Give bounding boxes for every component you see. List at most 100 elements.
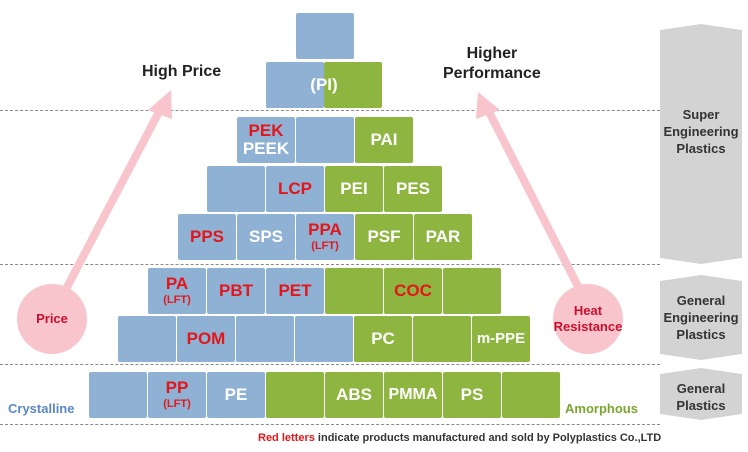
block-lcp: LCP [266, 166, 324, 212]
price-arrow-shaft [51, 108, 164, 312]
block-pom: POM [177, 316, 235, 362]
pa-sub-label: (LFT) [163, 294, 191, 306]
super-engineering-chevron [660, 24, 742, 264]
crystalline-label: Crystalline [8, 401, 75, 416]
block-mppe: m-PPE [472, 316, 530, 362]
heat-resistance-circle: Heat Resistance [553, 284, 623, 354]
ppa-sub-label: (LFT) [311, 240, 339, 252]
psf-label: PSF [367, 227, 401, 246]
block-row4-empty [207, 166, 265, 212]
cat-super-line-3: Plastics [676, 141, 726, 156]
block-row8-empty-3 [502, 372, 560, 418]
heat-label: Heat [573, 303, 603, 318]
pp-label: PP [165, 378, 189, 397]
footer-red-letters: Red letters [258, 432, 315, 444]
block-pbt: PBT [207, 268, 265, 314]
block-pc: PC [354, 316, 412, 362]
block-pmma: PMMA [384, 372, 442, 418]
pek-label: PEK [248, 121, 284, 140]
block-row7-empty-4 [413, 316, 471, 362]
sps-label: SPS [248, 227, 284, 246]
coc-label: COC [394, 281, 432, 300]
block-pa: PA (LFT) [148, 268, 206, 314]
pmma-label: PMMA [388, 386, 438, 403]
block-row7-empty-1 [118, 316, 176, 362]
category-general-engineering: General Engineering Plastics [660, 292, 742, 343]
pai-label: PAI [370, 130, 398, 149]
block-ps: PS [443, 372, 501, 418]
block-pet: PET [266, 268, 324, 314]
abs-label: ABS [336, 385, 372, 404]
pei-label: PEI [340, 179, 368, 198]
block-abs: ABS [325, 372, 383, 418]
divider-super-top [0, 110, 660, 111]
pet-label: PET [278, 281, 312, 300]
cat-geneng-line-3: Plastics [676, 327, 726, 342]
block-row8-empty-1 [89, 372, 147, 418]
ps-label: PS [460, 385, 484, 404]
pes-label: PES [395, 179, 431, 198]
higher-performance-label: Higher Performance [443, 44, 541, 84]
pa-label: PA [165, 274, 189, 293]
block-par: PAR [414, 214, 472, 260]
block-ppa: PPA (LFT) [296, 214, 354, 260]
divider-general-eng-bottom [0, 364, 660, 365]
divider-general-bottom [0, 424, 660, 425]
heat-arrow-shaft [484, 108, 589, 302]
block-pi-right [324, 62, 382, 108]
pom-label: POM [186, 329, 226, 348]
higher-performance-line-1: Higher [466, 45, 518, 62]
pbt-label: PBT [219, 281, 253, 300]
divider-super-bottom [0, 264, 660, 265]
block-psf: PSF [355, 214, 413, 260]
cat-general-line-2: Plastics [676, 398, 726, 413]
block-row6-empty [325, 268, 383, 314]
block-pes: PES [384, 166, 442, 212]
block-top-empty [296, 13, 354, 59]
block-pps: PPS [178, 214, 236, 260]
footer-note: Red letters indicate products manufactur… [258, 432, 661, 444]
general-chevron [660, 368, 742, 420]
block-row8-empty-2 [266, 372, 324, 418]
pc-label: PC [371, 329, 395, 348]
block-row3-empty [296, 117, 354, 163]
higher-performance-line-2: Performance [443, 65, 541, 82]
block-row6-empty-right [443, 268, 501, 314]
block-pi-label: (PI) [266, 62, 382, 108]
heat-resistance-text: Heat Resistance [554, 303, 623, 335]
block-pek-peek: PEK PEEK [237, 117, 295, 163]
footer-rest: indicate products manufactured and sold … [314, 432, 662, 444]
ppa-label: PPA [308, 220, 342, 239]
price-label: Price [36, 311, 68, 326]
block-pei: PEI [325, 166, 383, 212]
pps-label: PPS [189, 227, 225, 246]
block-sps: SPS [237, 214, 295, 260]
category-general: General Plastics [660, 380, 742, 414]
block-pp: PP (LFT) [148, 372, 206, 418]
cat-geneng-line-2: Engineering [663, 310, 739, 325]
resistance-label: Resistance [553, 319, 623, 334]
block-row7-empty-2 [236, 316, 294, 362]
heat-arrow-head [476, 92, 500, 119]
peek-label: PEEK [242, 139, 290, 158]
block-pi-left [266, 62, 324, 108]
pe-label: PE [224, 385, 248, 404]
par-label: PAR [425, 227, 461, 246]
category-super-engineering: Super Engineering Plastics [660, 106, 742, 157]
cat-super-line-1: Super [682, 107, 720, 122]
high-price-label: High Price [142, 63, 222, 80]
pp-sub-label: (LFT) [163, 398, 191, 410]
cat-super-line-2: Engineering [663, 124, 739, 139]
price-circle: Price [17, 284, 87, 354]
lcp-label: LCP [278, 179, 312, 198]
block-coc: COC [384, 268, 442, 314]
mppe-label: m-PPE [476, 330, 526, 347]
block-pai: PAI [355, 117, 413, 163]
general-engineering-chevron [660, 275, 742, 360]
cat-geneng-line-1: General [676, 293, 726, 308]
price-arrow-head [148, 90, 172, 119]
cat-general-line-1: General [676, 381, 726, 396]
block-row7-empty-3 [295, 316, 353, 362]
